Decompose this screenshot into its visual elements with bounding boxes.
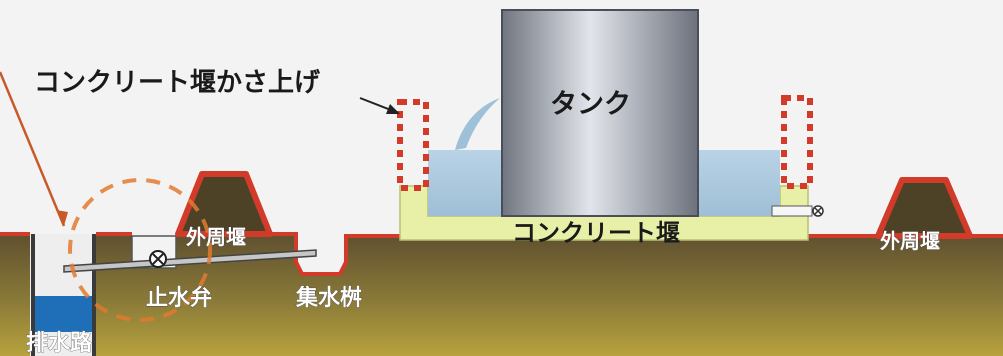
weir-raise-label: コンクリート堰かさ上げ (34, 68, 321, 98)
catch-basin-label: 集水桝 (295, 285, 362, 311)
stop-valve-label: 止水弁 (146, 285, 212, 311)
water-splash (455, 98, 500, 150)
weir-raise-right (781, 95, 813, 189)
weir-raise-left (397, 99, 429, 191)
outer-weir-right (875, 177, 973, 239)
annotation-line-drain (0, 71, 66, 227)
highlight-circle (68, 178, 212, 322)
annotation-arrowhead-weir-raise (386, 104, 400, 114)
outer-weir-right-label: 外周堰 (880, 229, 940, 253)
tank-label: タンク (550, 89, 631, 120)
outer-weir-left-label: 外周堰 (186, 225, 246, 249)
ground (0, 234, 1003, 356)
tank (501, 9, 699, 217)
tank-drain-fitting (771, 205, 813, 217)
drain-water (35, 296, 92, 332)
concrete-weir-label: コンクリート堰 (512, 219, 680, 247)
stop-valve-icon (149, 250, 167, 268)
outer-weir-left (175, 171, 273, 237)
tank-drain-valve-icon (812, 205, 824, 217)
drain-pipe (63, 249, 317, 273)
drainage-label: 排水路 (26, 330, 93, 356)
annotation-arrowhead-drain (56, 210, 68, 226)
